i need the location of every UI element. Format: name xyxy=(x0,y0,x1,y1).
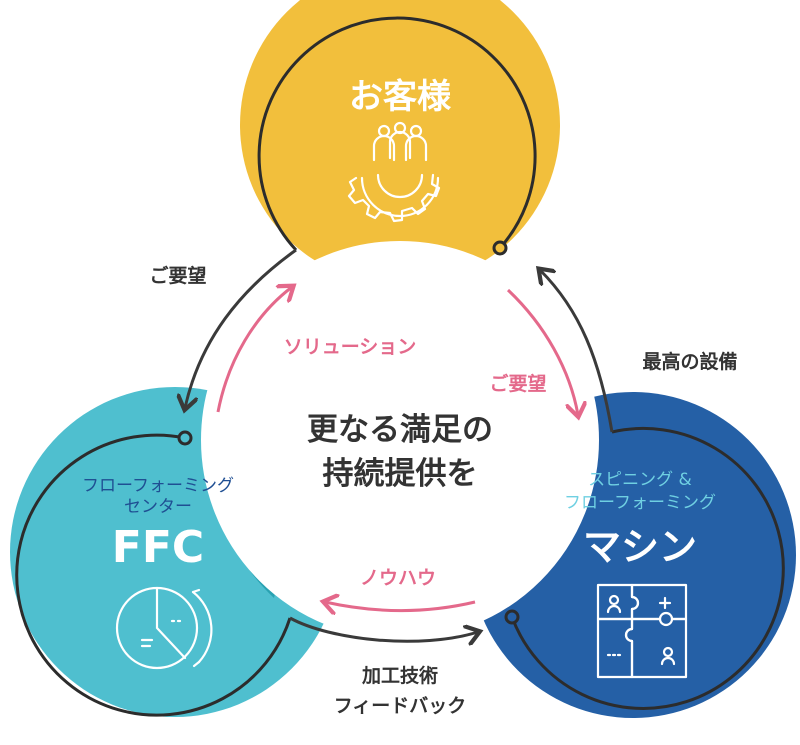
ffc-subtitle-line1: フローフォーミング xyxy=(82,476,234,496)
label-machine-to-ffc: ノウハウ xyxy=(360,567,436,589)
arrow-ffc-to-customer xyxy=(216,287,292,413)
label-customer-to-machine: ご要望 xyxy=(489,372,546,395)
machine-subtitle-line2: フローフォーミング xyxy=(564,493,716,513)
label-machine-to-customer: 最高の設備 xyxy=(642,350,737,373)
label-ffc-to-machine-line2: フィードバック xyxy=(334,695,467,717)
ffc-inner-arc xyxy=(15,433,292,717)
label-customer-to-ffc: ご要望 xyxy=(149,264,206,287)
label-ffc-to-customer: ソリューション xyxy=(284,336,417,358)
arrow-machine-to-ffc xyxy=(325,602,476,611)
arrow-machine-to-customer xyxy=(540,270,614,433)
arrow-ffc-to-machine xyxy=(289,616,478,641)
machine-title: マシン xyxy=(583,525,697,569)
customer-circle xyxy=(240,0,560,285)
center-line1: 更なる満足の xyxy=(307,412,493,448)
ffc-title: FFC xyxy=(112,522,204,573)
arrow-customer-to-ffc xyxy=(185,248,297,408)
label-ffc-to-machine-line1: 加工技術 xyxy=(361,664,438,687)
machine-subtitle-line1: スピニング & xyxy=(588,470,692,490)
puzzle-icon xyxy=(596,583,688,679)
group-gear-icon xyxy=(347,121,441,223)
machine-inner-arc xyxy=(510,426,785,710)
ffc-subtitle-line2: センター xyxy=(124,497,192,517)
arrow-customer-to-machine xyxy=(506,288,578,415)
customer-title: お客様 xyxy=(349,77,452,117)
customer-inner-arc xyxy=(257,16,537,252)
pie-chart-icon xyxy=(115,586,213,670)
center-line2: 持続提供を xyxy=(323,456,478,492)
